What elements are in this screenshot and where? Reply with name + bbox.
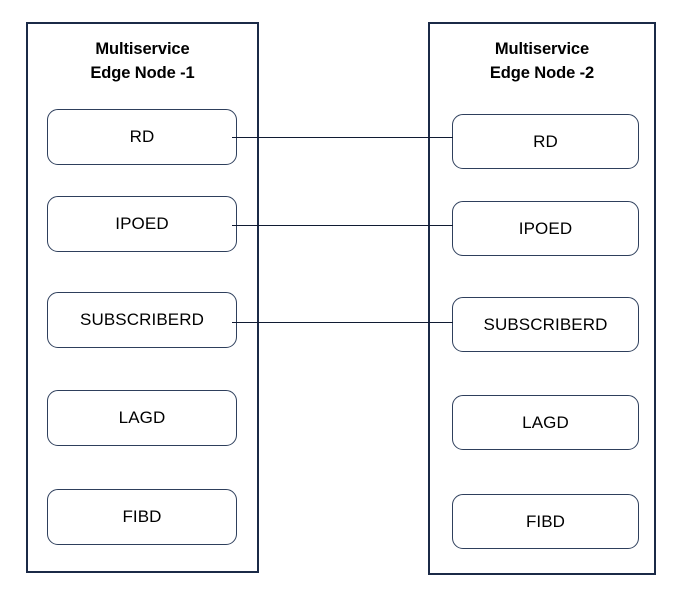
service-box-left-rd[interactable]: RD xyxy=(47,109,237,165)
service-label: SUBSCRIBERD xyxy=(483,314,608,334)
service-box-left-fibd[interactable]: FIBD xyxy=(47,489,237,545)
service-box-right-fibd[interactable]: FIBD xyxy=(452,494,639,549)
connector-rd xyxy=(232,137,453,138)
service-label: SUBSCRIBERD xyxy=(80,310,204,329)
service-label: FIBD xyxy=(525,511,566,531)
node-container-right[interactable]: Multiservice Edge Node -2 RD IPOED SUBSC… xyxy=(428,22,656,575)
service-box-right-ipoed[interactable]: IPOED xyxy=(452,201,639,256)
service-box-left-lagd[interactable]: LAGD xyxy=(47,390,237,446)
service-box-right-subscriberd[interactable]: SUBSCRIBERD xyxy=(452,297,639,352)
service-label: IPOED xyxy=(518,218,573,238)
service-label: RD xyxy=(533,131,558,151)
node-title-left: Multiservice Edge Node -1 xyxy=(90,40,195,82)
connector-ipoed xyxy=(232,225,453,226)
service-box-right-rd[interactable]: RD xyxy=(452,114,639,169)
service-label: LAGD xyxy=(118,408,166,427)
service-box-left-ipoed[interactable]: IPOED xyxy=(47,196,237,252)
service-label: IPOED xyxy=(115,214,169,233)
service-label: LAGD xyxy=(522,412,569,432)
service-label: RD xyxy=(129,127,155,146)
service-box-left-subscriberd[interactable]: SUBSCRIBERD xyxy=(47,292,237,348)
connector-subscriberd xyxy=(232,322,453,323)
service-box-right-lagd[interactable]: LAGD xyxy=(452,395,639,450)
node-title-right: Multiservice Edge Node -2 xyxy=(489,40,595,82)
node-container-left[interactable]: Multiservice Edge Node -1 RD IPOED SUBSC… xyxy=(26,22,259,573)
service-label: FIBD xyxy=(122,507,162,526)
